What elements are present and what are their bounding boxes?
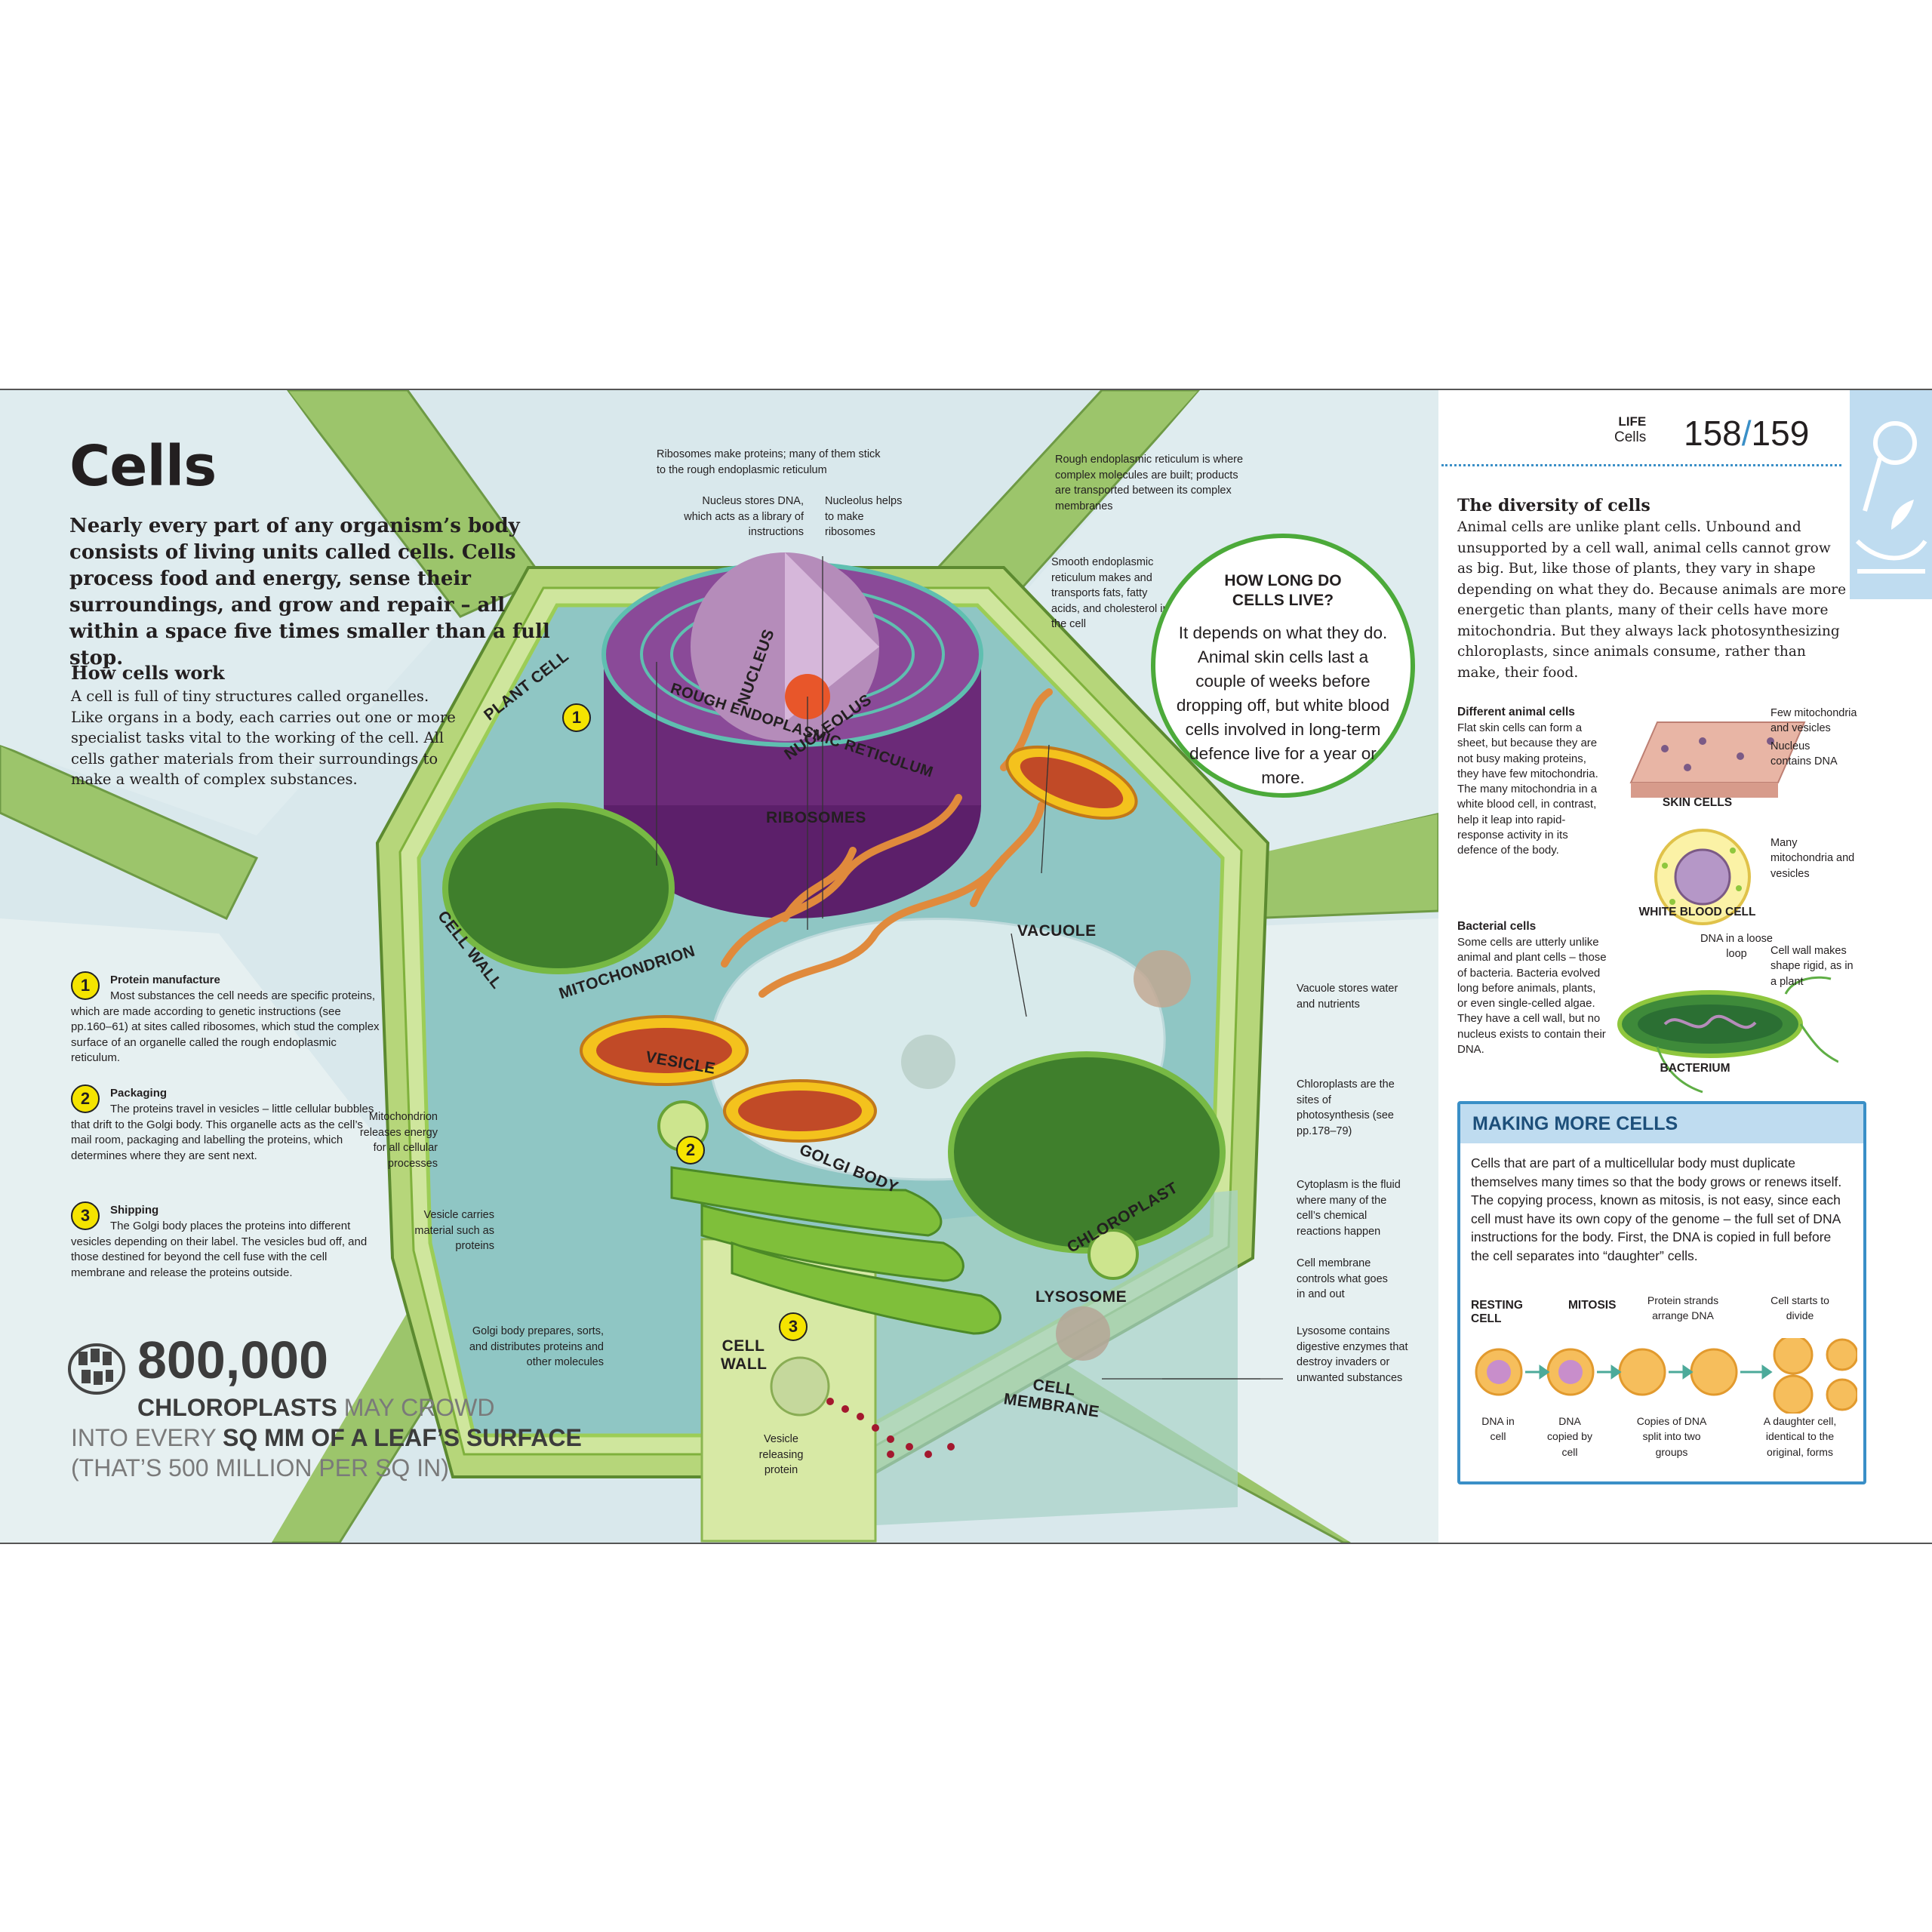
note-mitochondrion: Mitochondrion releases energy for all ce… [359,1111,438,1170]
copies-split-note: Copies of DNA split into two groups [1636,1415,1707,1458]
animal-cells-illustration [1629,721,1806,925]
stat-line-1: CHLOROPLASTS MAY CROWD [137,1394,495,1421]
subsection-label: Cells [1614,429,1647,445]
note-nucleus: Nucleus stores DNA, which acts as a libr… [684,495,804,538]
mitochondria [580,745,1138,1143]
bacterial-cells-heading: Bacterial cells [1457,920,1537,933]
header-tab [1850,390,1932,599]
making-more-text: Cells that are part of a multicellular b… [1471,1155,1842,1263]
note-vesicle-releasing: Vesicle releasing protein [758,1433,804,1476]
wall-band-left [0,743,259,920]
golgi-body [670,1166,1001,1335]
page-slash: / [1741,414,1752,453]
vesicle-releasing [770,1356,830,1417]
note-chloroplast: Chloroplasts are the sites of photosynth… [1297,1078,1395,1137]
leader-lines [656,556,1283,1380]
skin-cells-label: SKIN CELLS [1662,796,1733,809]
vacuole-droplet [1134,950,1191,1008]
fact-circle: HOW LONG DO CELLS LIVE? It depends on wh… [1151,534,1415,798]
step-number-badge: 3 [71,1201,100,1230]
step-title: Shipping [110,1204,159,1217]
making-more-cells-box: MAKING MORE CELLS Cells that are part of… [1457,1101,1866,1484]
label-vacuole: VACUOLE [1017,922,1097,940]
stat-line-3: (THAT’S 500 MILLION PER SQ IN) [71,1454,449,1481]
note-vesicle: Vesicle carries material such as protein… [414,1209,494,1252]
mitosis-label: MITOSIS [1568,1299,1617,1312]
lysosome [1056,1306,1110,1361]
page-number-right: 159 [1751,414,1810,453]
bacterium-illustration [1617,976,1838,1094]
marker-2: 2 [676,1136,705,1164]
dna-copied-note: DNA copied by cell [1547,1415,1592,1458]
section-label: LIFE [1618,414,1647,429]
note-vacuole: Vacuole stores water and nutrients [1297,983,1398,1011]
how-cells-work-heading: How cells work [71,662,225,684]
chloroplast-icon [68,1343,125,1395]
marker-1: 1 [562,703,591,732]
how-cells-work-text: A cell is full of tiny structures called… [71,688,456,788]
animal-cells-text: Flat skin cells can form a sheet, but be… [1457,721,1598,857]
step-text: The proteins travel in vesicles – little… [71,1103,374,1162]
chloroplast-right [948,1051,1226,1254]
note-cytoplasm: Cytoplasm is the fluid where many of the… [1297,1179,1401,1238]
dna-in-cell-note: DNA in cell [1481,1415,1515,1443]
many-mito-note: Many mitochondria and vesicles [1770,837,1855,880]
label-cell-wall-bottom: CELL WALL [721,1337,768,1373]
resting-cell-label: RESTING CELL [1471,1299,1523,1325]
released-proteins [826,1398,955,1458]
step-title: Protein manufacture [110,974,220,986]
page-number-left: 158 [1684,414,1742,453]
note-membrane: Cell membrane controls what goes in and … [1297,1257,1388,1300]
chloroplast-left [442,802,675,974]
stat-line-2: INTO EVERY SQ MM OF A LEAF’S SURFACE [71,1424,582,1451]
few-mito-note: Few mitochondria and vesicles [1770,707,1857,735]
microscope-icon [1855,421,1927,574]
nucleus-dna-note: Nucleus contains DNA [1770,740,1838,768]
step-text: Most substances the cell needs are speci… [71,989,380,1064]
fact-text: It depends on what they do. Animal skin … [1176,623,1390,787]
note-nucleolus: Nucleolus helps to make ribosomes [825,495,903,538]
vacuole-droplet-2 [901,1035,955,1089]
step-title: Packaging [110,1087,168,1100]
wbc-label: WHITE BLOOD CELL [1638,906,1756,918]
dna-loop-note: DNA in a loose loop [1700,933,1773,961]
marker-3: 3 [779,1312,808,1341]
smooth-er [721,688,1053,998]
page-title: Cells [69,434,217,499]
section-header: LIFE Cells [1614,414,1646,446]
stat-number: 800,000 [137,1331,329,1389]
label-ribosomes: RIBOSOMES [766,809,866,826]
label-lysosome: LYSOSOME [1035,1288,1128,1306]
strands-note: Protein strands arrange DNA [1647,1294,1719,1322]
step-number-badge: 2 [71,1084,100,1113]
bacterium-label: BACTERIUM [1660,1062,1730,1075]
left-page: Cells Nearly every part of any organism’… [0,390,1438,1543]
daughter-note: A daughter cell, identical to the origin… [1763,1415,1837,1458]
header-rule [1441,464,1841,466]
intro-text: Nearly every part of any organism’s body… [69,515,550,669]
note-ribosomes: Ribosomes make proteins; many of them st… [657,448,881,476]
right-page: LIFE Cells 158/159 The diversity of cell… [1438,390,1932,1543]
note-rer: Rough endoplasmic reticulum is where com… [1055,454,1244,512]
diversity-text: Animal cells are unlike plant cells. Unb… [1457,519,1847,681]
lysosome-vesicle [1088,1229,1139,1280]
note-golgi: Golgi body prepares, sorts, and distribu… [469,1325,604,1368]
diversity-heading: The diversity of cells [1457,496,1651,515]
note-ser: Smooth endoplasmic reticulum makes and t… [1051,556,1169,630]
neighbour-cell-left [0,390,453,835]
making-more-heading: MAKING MORE CELLS [1460,1104,1863,1143]
fact-heading: HOW LONG DO CELLS LIVE? [1224,572,1342,609]
step-number-badge: 1 [71,971,100,1000]
step-text: The Golgi body places the proteins into … [71,1220,368,1279]
page-numbers: 158/159 [1684,413,1809,454]
note-lysosome: Lysosome contains digestive enzymes that… [1297,1325,1408,1384]
mitosis-sequence [1475,1338,1857,1414]
starts-note: Cell starts to divide [1770,1294,1829,1322]
animal-cells-heading: Different animal cells [1457,706,1575,718]
book-spread: Cells Nearly every part of any organism’… [0,389,1932,1544]
bacterial-cells-text: Some cells are utterly unlike animal and… [1457,936,1607,1057]
cell-wall-note: Cell wall makes shape rigid, as in a pla… [1770,945,1854,988]
cell-diagram-svg [0,390,1438,1543]
